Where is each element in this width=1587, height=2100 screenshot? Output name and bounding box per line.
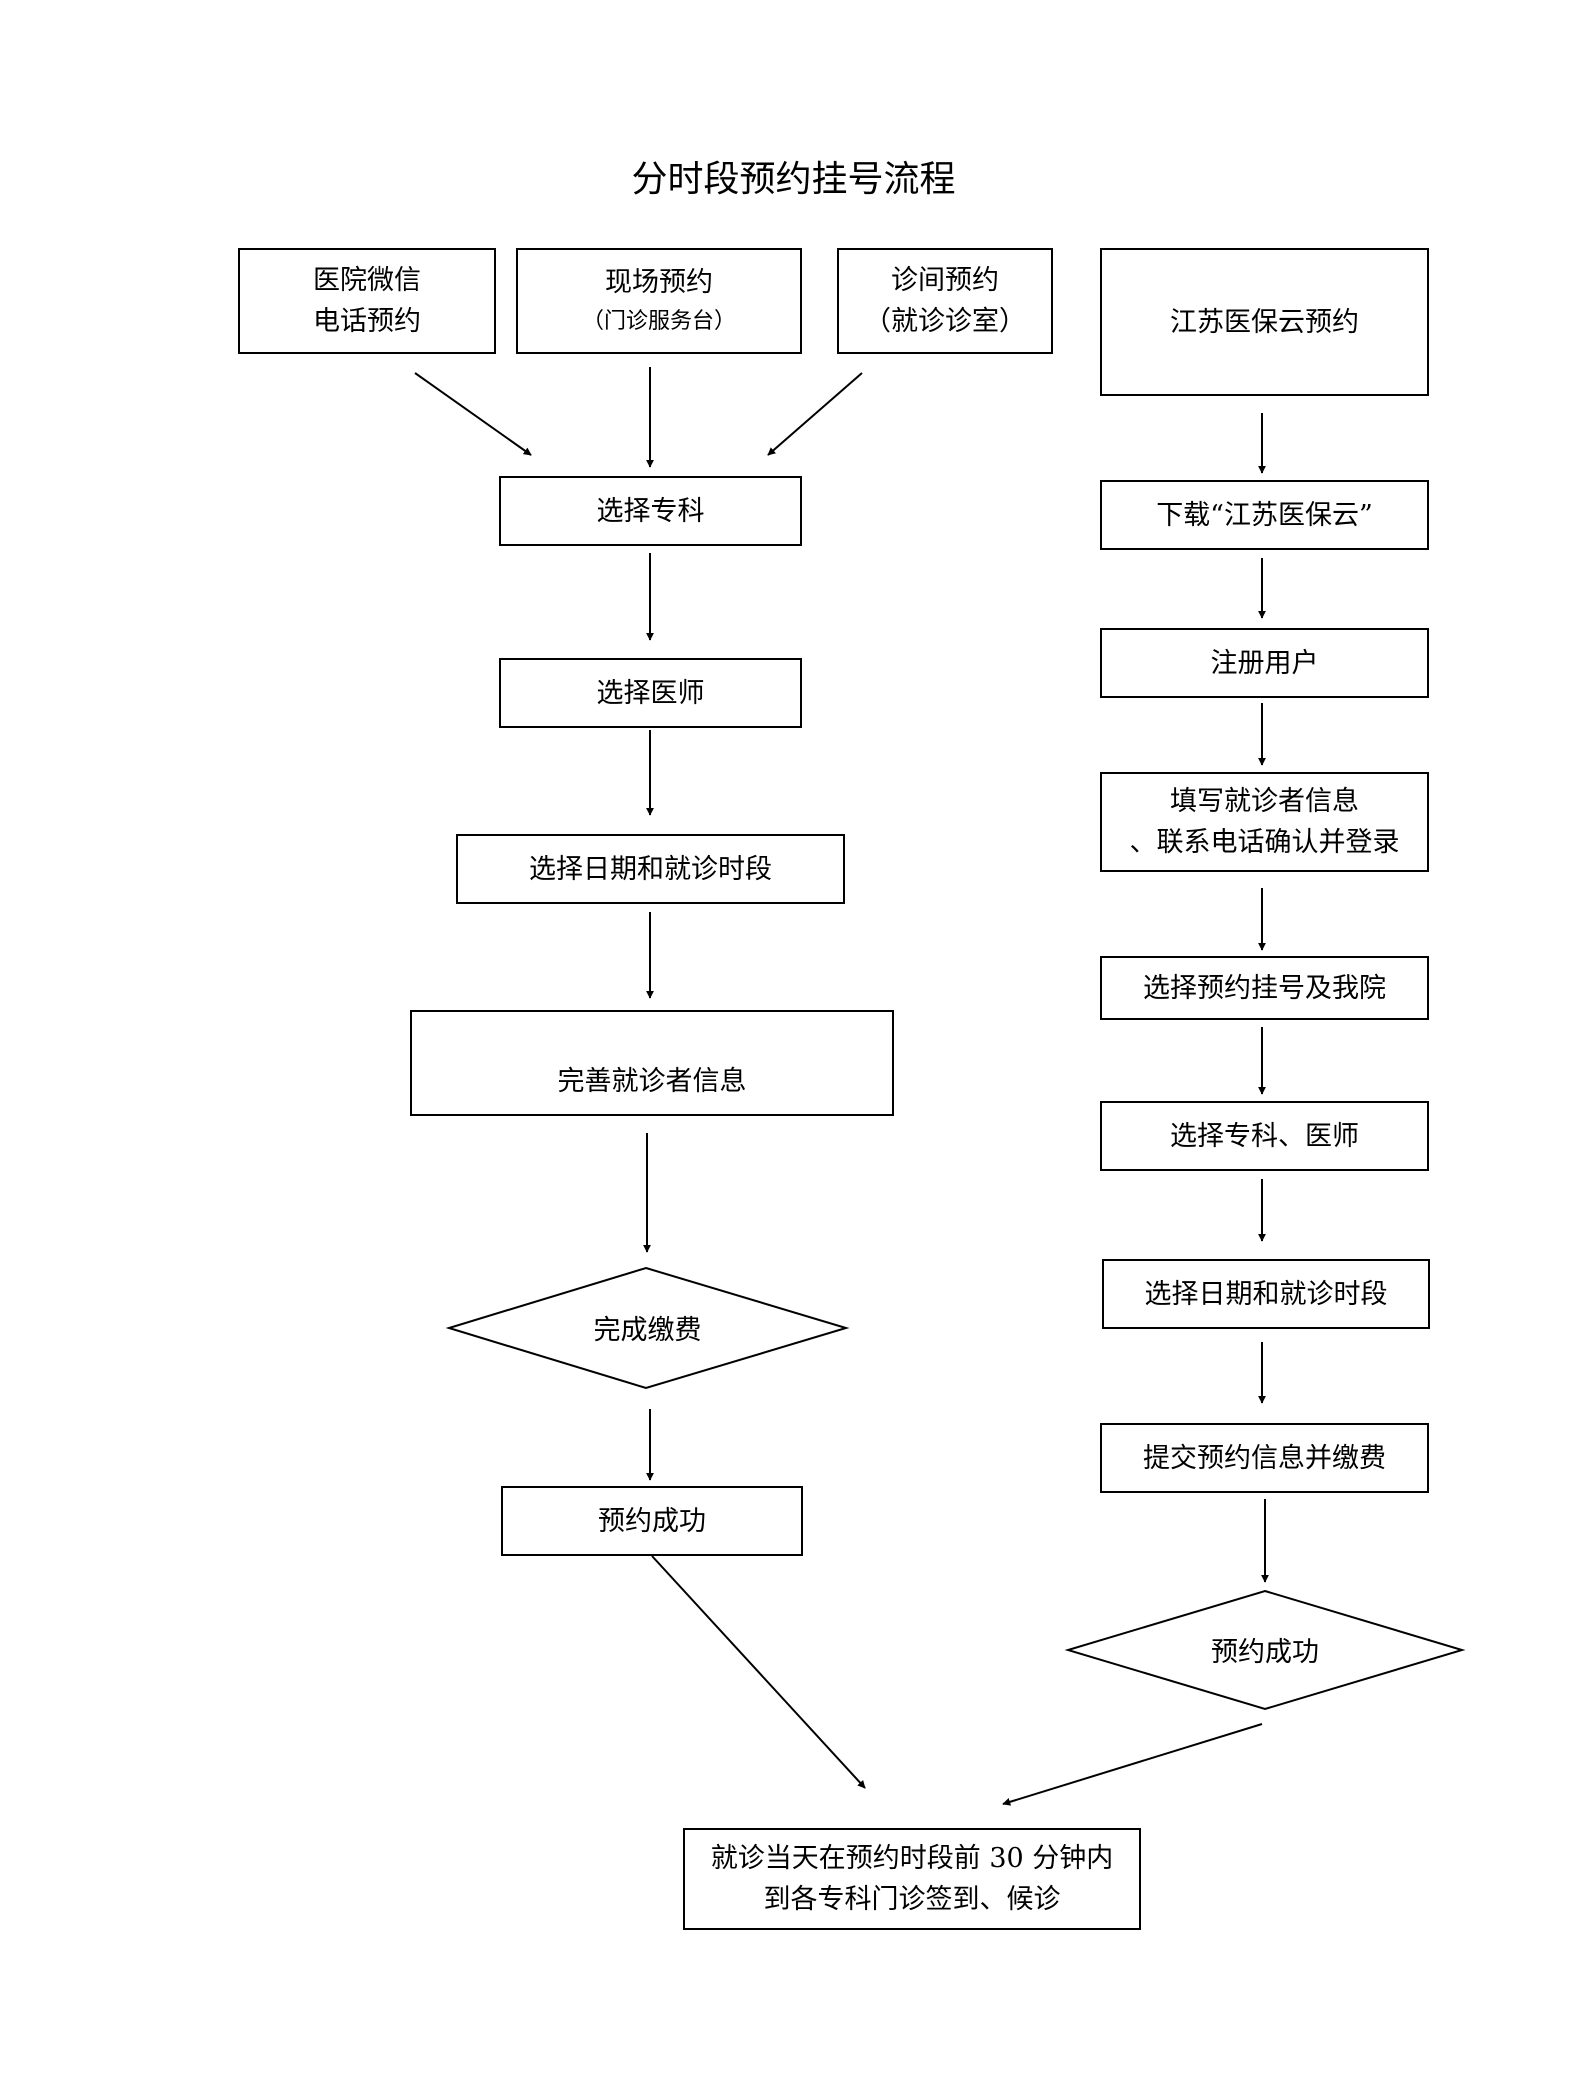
left-step-select-specialty: 选择专科	[499, 476, 802, 546]
left-result-success: 预约成功	[501, 1486, 803, 1556]
source-wechat-phone: 医院微信 电话预约	[238, 248, 496, 354]
payment-decision-diamond	[445, 1266, 850, 1390]
right-start-jiangsu-cloud: 江苏医保云预约	[1100, 248, 1429, 396]
final-checkin-box: 就诊当天在预约时段前 30 分钟内 到各专科门诊签到、候诊	[683, 1828, 1141, 1930]
right-step-fill-info: 填写就诊者信息 、联系电话确认并登录	[1100, 772, 1429, 872]
final-line1: 就诊当天在预约时段前 30 分钟内	[710, 1843, 1114, 1874]
right-step-select-specialty-doctor: 选择专科、医师	[1100, 1101, 1429, 1171]
source-wechat-line2: 电话预约	[313, 306, 421, 337]
source-onsite: 现场预约 （门诊服务台）	[516, 248, 802, 354]
left-step-select-date: 选择日期和就诊时段	[456, 834, 845, 904]
source-onsite-line1: 现场预约	[605, 266, 713, 298]
right-step-fill-info-line2: 、联系电话确认并登录	[1129, 827, 1400, 858]
right-step-select-date: 选择日期和就诊时段	[1102, 1259, 1430, 1329]
source-clinic-line1: 诊间预约	[891, 265, 999, 296]
right-success-decision-diamond	[1064, 1589, 1466, 1711]
source-clinic: 诊间预约 （就诊诊室）	[837, 248, 1053, 354]
right-step-submit-pay: 提交预约信息并缴费	[1100, 1423, 1429, 1493]
source-clinic-line2: （就诊诊室）	[864, 306, 1026, 337]
source-wechat-line1: 医院微信	[313, 265, 421, 296]
arrow-left-success-to-final	[651, 1555, 866, 1789]
right-step-download: 下载“江苏医保云”	[1100, 480, 1429, 550]
right-success-decision-label: 预约成功	[1211, 1636, 1319, 1668]
arrow-right-success-to-final	[1002, 1723, 1263, 1806]
page-title: 分时段预约挂号流程	[631, 159, 956, 200]
right-step-select-hospital: 选择预约挂号及我院	[1100, 956, 1429, 1020]
final-line2: 到各专科门诊签到、候诊	[763, 1884, 1061, 1915]
right-step-register: 注册用户	[1100, 628, 1429, 698]
source-onsite-line2: （门诊服务台）	[581, 308, 736, 334]
right-step-fill-info-line1: 填写就诊者信息	[1170, 786, 1359, 817]
payment-decision-label: 完成缴费	[593, 1314, 702, 1346]
arrow-wechat-to-specialty	[414, 372, 532, 456]
left-step-complete-info: 完善就诊者信息	[410, 1010, 894, 1116]
arrow-clinic-to-specialty	[767, 372, 863, 456]
left-step-select-doctor: 选择医师	[499, 658, 802, 728]
